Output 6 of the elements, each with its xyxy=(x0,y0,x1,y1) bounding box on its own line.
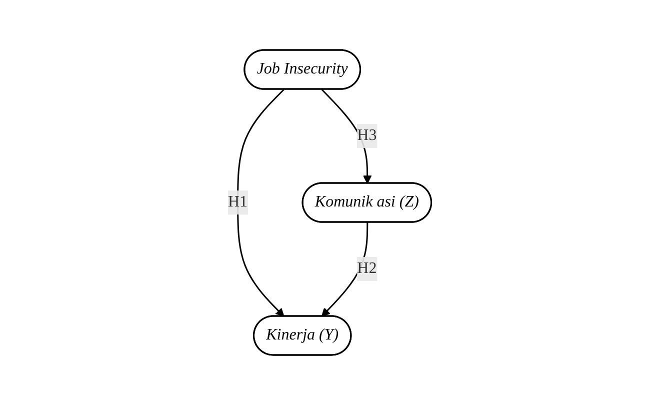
arrow xyxy=(321,88,372,184)
arrow xyxy=(321,222,368,317)
arrow xyxy=(236,88,284,317)
edge-label: H3 xyxy=(356,127,377,144)
edge-label: H1 xyxy=(228,194,248,210)
edge-label: H2 xyxy=(356,260,377,277)
